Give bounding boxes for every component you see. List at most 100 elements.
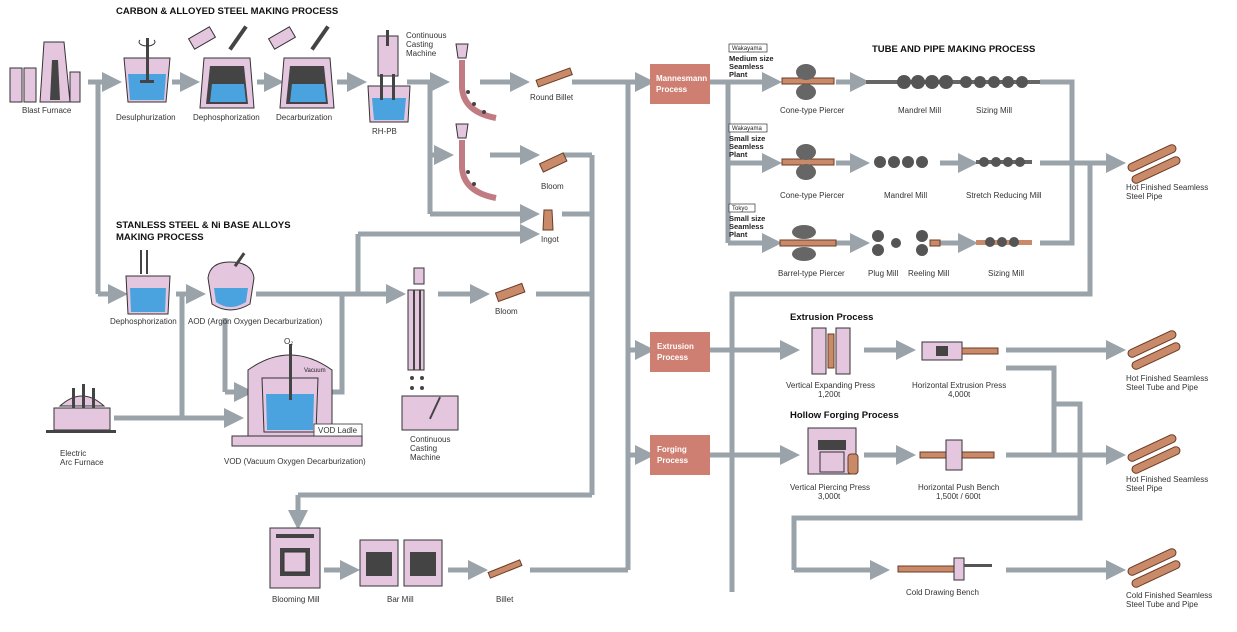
plug-mill-label: Plug Mill bbox=[868, 269, 898, 278]
vod-o2-label: O₂ bbox=[284, 337, 293, 346]
vod-label: VOD (Vacuum Oxygen Decarburization) bbox=[224, 457, 366, 466]
electric-arc-furnace-icon bbox=[46, 384, 116, 433]
vod-icon bbox=[231, 344, 363, 447]
bar-mill-icon bbox=[359, 539, 443, 587]
sizing-mill-1-label: Sizing Mill bbox=[976, 106, 1012, 115]
ccm-label-1: Continuous bbox=[410, 435, 450, 444]
continuous-caster-bloom-icon bbox=[455, 123, 497, 201]
extrusion-heading: Extrusion Process bbox=[790, 312, 873, 323]
product-4-label-1: Cold Finished Seamless bbox=[1126, 591, 1212, 600]
mandrel-mill-2-label: Mandrel Mill bbox=[884, 191, 927, 200]
reeling-mill-label: Reeling Mill bbox=[908, 269, 950, 278]
cone-piercer-2-label: Cone-type Piercer bbox=[780, 191, 845, 200]
continuous-casting-label-3: Machine bbox=[406, 49, 437, 58]
mannesmann-label-2: Process bbox=[656, 85, 688, 94]
blast-furnace-icon bbox=[9, 41, 81, 103]
plant-2-tag: Wakayama bbox=[732, 126, 762, 132]
mandrel-mill-1-icon bbox=[866, 75, 1040, 89]
product-pipe-2-icon bbox=[1127, 330, 1181, 370]
cone-piercer-1-label: Cone-type Piercer bbox=[780, 106, 845, 115]
continuous-casting-label-1: Continuous bbox=[406, 31, 446, 40]
aod-converter-icon bbox=[207, 252, 255, 311]
bloom-top-label: Bloom bbox=[541, 182, 564, 191]
rh-pb-degasser-icon bbox=[367, 30, 411, 123]
bloom-mid-label: Bloom bbox=[495, 307, 518, 316]
product-2-label-1: Hot Finished Seamless bbox=[1126, 374, 1208, 383]
forging-process-box: Forging Process bbox=[650, 435, 710, 475]
blast-furnace-label: Blast Furnace bbox=[22, 106, 72, 115]
product-pipe-3-icon bbox=[1127, 434, 1181, 474]
hollow-forging-heading: Hollow Forging Process bbox=[790, 410, 899, 421]
mandrel-mill-2-icon bbox=[874, 156, 928, 168]
product-1-label-1: Hot Finished Seamless bbox=[1126, 183, 1208, 192]
ingot-label: Ingot bbox=[541, 235, 560, 244]
forging-box-label-1: Forging bbox=[657, 445, 687, 454]
plant-2-line3: Plant bbox=[729, 150, 748, 159]
extrusion-box-label-2: Process bbox=[657, 353, 689, 362]
ccm-label-3: Machine bbox=[410, 453, 441, 462]
plant-2-line2: Seamless bbox=[729, 142, 764, 151]
vep-label-2: 1,200t bbox=[818, 390, 841, 399]
stretch-reducing-mill-icon bbox=[976, 157, 1032, 167]
bar-mill-label: Bar Mill bbox=[387, 595, 414, 604]
round-billet-icon bbox=[535, 67, 573, 88]
eaf-label-2: Arc Furnace bbox=[60, 458, 104, 467]
hep-label-2: 4,000t bbox=[948, 390, 971, 399]
cone-piercer-2-icon bbox=[781, 144, 835, 180]
plant-1-line1: Medium size bbox=[729, 54, 774, 63]
plant-3-label: Tokyo Small size Seamless Plant bbox=[728, 203, 765, 239]
product-2-label-2: Steel Tube and Pipe bbox=[1126, 383, 1199, 392]
plant-3-line2: Seamless bbox=[729, 222, 764, 231]
decarburization-converter-icon bbox=[267, 25, 335, 109]
stretch-reducing-mill-label: Stretch Reducing Mill bbox=[966, 191, 1042, 200]
flow-connectors bbox=[88, 72, 1126, 592]
continuous-casting-label-2: Casting bbox=[406, 40, 433, 49]
product-3-label-1: Hot Finished Seamless bbox=[1126, 475, 1208, 484]
blooming-mill-label: Blooming Mill bbox=[272, 595, 320, 604]
extrusion-box-label-1: Extrusion bbox=[657, 342, 694, 351]
eaf-label-1: Electric bbox=[60, 449, 86, 458]
continuous-casting-machine-icon bbox=[401, 267, 459, 431]
blooming-mill-icon bbox=[269, 527, 321, 589]
vpp-label-1: Vertical Piercing Press bbox=[790, 483, 870, 492]
decarburization-label: Decarburization bbox=[276, 113, 332, 122]
mannesmann-process-box: Mannesmann Process bbox=[650, 64, 710, 104]
desulphurization-icon bbox=[123, 38, 171, 103]
bloom-mid-icon bbox=[494, 282, 526, 303]
ccm-label-2: Casting bbox=[410, 444, 437, 453]
cold-drawing-bench-icon bbox=[897, 557, 992, 581]
product-1-label-2: Steel Pipe bbox=[1126, 192, 1163, 201]
product-pipe-4-icon bbox=[1127, 548, 1181, 588]
dephosphorization-converter-icon bbox=[187, 25, 255, 109]
vep-label-1: Vertical Expanding Press bbox=[786, 381, 875, 390]
rh-pb-label: RH-PB bbox=[372, 127, 397, 136]
horizontal-extrusion-press-icon bbox=[921, 341, 999, 361]
dephosphorization-label: Dephosphorization bbox=[193, 113, 260, 122]
extrusion-process-box: Extrusion Process bbox=[650, 332, 710, 372]
dephosphorization-2-label: Dephosphorization bbox=[110, 317, 177, 326]
vertical-expanding-press-icon bbox=[811, 327, 851, 375]
ingot-icon bbox=[542, 209, 554, 231]
dephosphorization-ladle-icon bbox=[125, 250, 171, 315]
plant-1-tag: Wakayama bbox=[732, 46, 762, 52]
barrel-piercer-icon bbox=[779, 225, 837, 261]
plant-3-line1: Small size bbox=[729, 214, 765, 223]
carbon-steel-heading: CARBON & ALLOYED STEEL MAKING PROCESS bbox=[116, 6, 338, 17]
product-pipe-1-icon bbox=[1127, 144, 1181, 184]
sizing-mill-3-label: Sizing Mill bbox=[988, 269, 1024, 278]
billet-icon bbox=[487, 559, 523, 579]
desulphurization-label: Desulphurization bbox=[116, 113, 176, 122]
bloom-top-icon bbox=[538, 152, 568, 173]
round-billet-label: Round Billet bbox=[530, 93, 574, 102]
mannesmann-label-1: Mannesmann bbox=[656, 74, 707, 83]
hpb-label-1: Horizontal Push Bench bbox=[918, 483, 999, 492]
horizontal-push-bench-icon bbox=[919, 439, 995, 471]
continuous-caster-top-icon bbox=[455, 43, 497, 121]
hpb-label-2: 1,500t / 600t bbox=[936, 492, 981, 501]
plant-1-line3: Plant bbox=[729, 70, 748, 79]
product-3-label-2: Steel Pipe bbox=[1126, 484, 1163, 493]
vpp-label-2: 3,000t bbox=[818, 492, 841, 501]
forging-box-label-2: Process bbox=[657, 456, 689, 465]
hep-label-1: Horizontal Extrusion Press bbox=[912, 381, 1006, 390]
